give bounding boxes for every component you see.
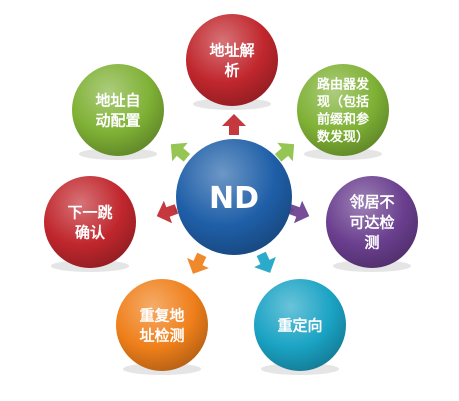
node-label-line: 确认 bbox=[75, 224, 106, 242]
arrow-icon bbox=[156, 200, 179, 224]
node-label-line: 数发现） bbox=[317, 129, 369, 145]
center-node bbox=[176, 139, 292, 255]
node-label-line: 址检测 bbox=[139, 327, 184, 345]
node-label-line: 地址解 bbox=[209, 41, 254, 59]
node-circle bbox=[254, 279, 346, 371]
node-label-line: 路由器发 bbox=[317, 76, 370, 92]
arrow-icon bbox=[170, 142, 191, 162]
node-label-line: 析 bbox=[224, 62, 239, 80]
node-label-line: 重定向 bbox=[277, 316, 322, 334]
node-label-line: 下一跳 bbox=[67, 203, 112, 221]
node-label-line: 邻居不 bbox=[348, 193, 394, 211]
arrow-icon bbox=[287, 200, 310, 224]
arrow-icon bbox=[187, 252, 209, 274]
node-label-line: 可达检 bbox=[349, 213, 394, 231]
node-label-line: 测 bbox=[364, 234, 379, 252]
node-circle bbox=[297, 64, 389, 156]
node-label-line: 重复地 bbox=[139, 306, 184, 324]
node-label-line: 前缀和参 bbox=[317, 111, 370, 127]
center-node-label: ND bbox=[209, 181, 259, 216]
arrow-icon bbox=[254, 251, 276, 273]
node-label-line: 地址自 bbox=[95, 91, 140, 109]
node-label-line: 动配置 bbox=[95, 112, 140, 130]
node-circle bbox=[326, 176, 418, 268]
node-circle bbox=[72, 64, 164, 156]
node-circle bbox=[116, 279, 208, 371]
node-circle bbox=[44, 176, 136, 268]
arrow-icon bbox=[222, 114, 246, 135]
arrow-icon bbox=[274, 142, 295, 162]
node-circle bbox=[186, 14, 278, 106]
node-label-line: 现（包括 bbox=[317, 94, 369, 110]
node-redirect: 重定向 bbox=[254, 279, 346, 371]
